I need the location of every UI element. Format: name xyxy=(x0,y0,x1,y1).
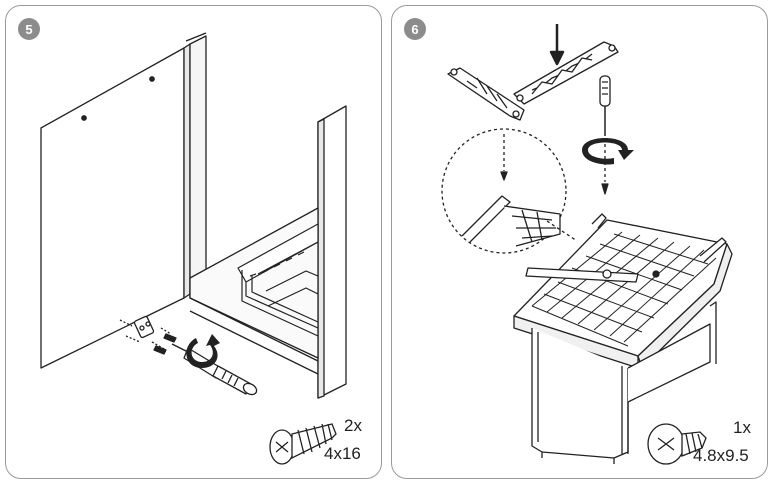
hinge-bracket xyxy=(133,315,155,339)
screw-4x16-icon xyxy=(269,423,337,465)
detail-magnifier xyxy=(441,128,567,254)
screw-4-8x9-5-icon xyxy=(647,423,707,465)
rotation-arrow xyxy=(582,138,634,165)
screw-quantity: 2x xyxy=(344,416,362,435)
screw-size: 4x16 xyxy=(324,444,361,463)
cabinet-right-wall xyxy=(317,105,347,399)
rotation-arrow xyxy=(186,334,220,368)
step-5-panel: 5 xyxy=(5,5,382,479)
step-number-badge: 6 xyxy=(404,18,426,40)
screw-size: 4.8x9.5 xyxy=(693,446,749,465)
screwdriver xyxy=(599,75,611,195)
down-arrow xyxy=(549,24,565,66)
cabinet-door xyxy=(40,43,191,369)
bracket-part-left xyxy=(447,67,525,121)
step-number-badge: 5 xyxy=(18,18,40,40)
step-6-panel: 6 xyxy=(391,5,768,479)
hinge-screws xyxy=(119,319,177,355)
step-5-illustration xyxy=(40,32,347,465)
drawer-runner xyxy=(237,223,319,337)
screw-quantity: 1x xyxy=(733,418,751,437)
step-6-illustration xyxy=(441,24,733,465)
cabinet-side-wall xyxy=(189,35,207,299)
bracket-part-right xyxy=(513,41,619,105)
pull-out-basket xyxy=(513,213,733,464)
